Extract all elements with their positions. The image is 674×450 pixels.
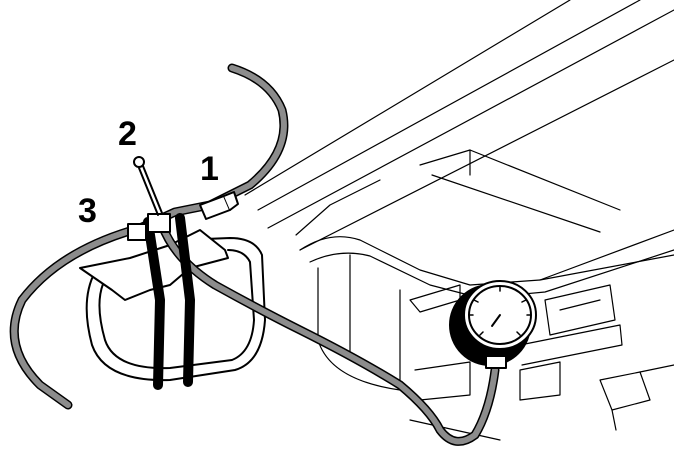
callout-2: 2: [118, 115, 137, 153]
pressure-gauge-icon: [449, 280, 537, 369]
callout-1: 1: [200, 150, 219, 188]
bleed-valve: [133, 156, 163, 216]
windshield-frame: [244, 0, 674, 251]
callout-3: 3: [78, 192, 97, 230]
rearview-mirror: [85, 237, 266, 382]
center-console: [409, 254, 674, 441]
t-connector: [127, 213, 171, 241]
retaining-straps: [143, 213, 195, 390]
hose-clamp-icon: [199, 191, 239, 220]
